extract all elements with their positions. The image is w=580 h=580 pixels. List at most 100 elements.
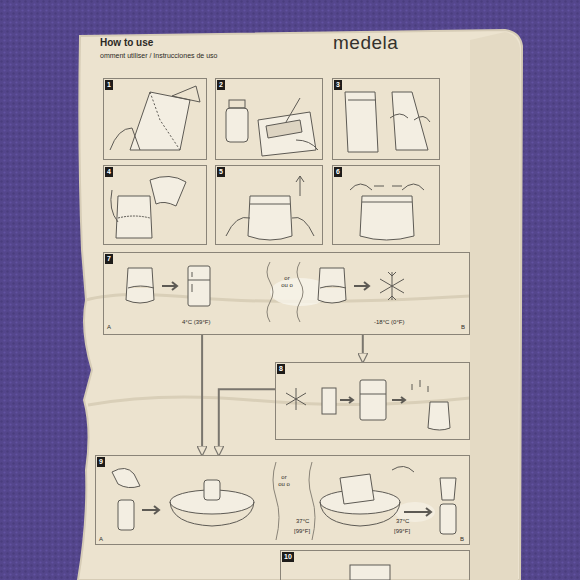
illustration-shape: [286, 388, 306, 410]
illustration-shape: [318, 268, 346, 303]
illustration-shape: [188, 266, 210, 306]
flow-arrow: [201, 335, 203, 455]
illustration-shape: [226, 108, 248, 142]
illustration-shape: [350, 184, 424, 190]
step-panel: 2: [215, 78, 323, 160]
illustration-shape: [392, 397, 405, 403]
step-number: 2: [217, 80, 225, 90]
temperature: 4°C (39°F): [182, 319, 210, 326]
illustration-shape: [392, 466, 414, 472]
illustration-shape: [440, 478, 456, 500]
step-panel: 4: [103, 165, 207, 245]
illustration: [110, 86, 456, 580]
illustration-shape: [362, 202, 412, 203]
step-panel: 8: [275, 362, 470, 440]
illustration-shape: [348, 100, 376, 101]
illustration-shape: [404, 508, 431, 516]
temperature: -18°C (0°F): [374, 319, 404, 326]
flow-arrow: [219, 389, 275, 455]
illustration-shape: [142, 506, 159, 514]
illustration-shape: [266, 120, 302, 138]
illustration-shape: [248, 196, 292, 240]
step-number: 9: [97, 457, 105, 467]
illustration-shape: [322, 388, 336, 414]
illustration-shape: [150, 176, 186, 206]
temperature: [99°F]: [394, 528, 410, 535]
illustration-shape: [116, 196, 152, 238]
title: How to use: [100, 37, 153, 48]
step-panel: 9 37°C [99°F] or ou o 37°C [99°F] A B: [95, 455, 470, 545]
package-shape: [88, 397, 470, 405]
brand-logo: medela: [333, 33, 398, 54]
illustration-shape: [250, 204, 290, 205]
step-panel: 6: [332, 165, 440, 245]
option-letter: B: [461, 324, 465, 331]
option-letter: A: [99, 536, 103, 543]
illustration-shape: [380, 272, 404, 300]
illustration-shape: [258, 112, 316, 156]
illustration-shape: [360, 380, 386, 420]
illustration-shape: [354, 282, 369, 290]
illustration-shape: [296, 176, 304, 196]
illustration-shape: [390, 114, 430, 122]
step-number: 1: [105, 80, 113, 90]
illustration-shape: [340, 397, 353, 403]
illustration-shape: [360, 196, 414, 240]
illustration-shape: [128, 286, 154, 288]
option-letter: B: [460, 536, 464, 543]
step-panel: 10: [280, 550, 470, 580]
illustration-shape: [150, 92, 180, 150]
illustration-shape: [286, 98, 318, 150]
step-panel: 5: [215, 165, 323, 245]
illustration-shape: [170, 502, 254, 526]
temperature: 37°C: [396, 518, 409, 525]
illustration-shape: [273, 462, 279, 540]
step-number: 6: [334, 167, 342, 177]
illustration-shape: [340, 474, 374, 504]
step-panel: 7 4°C (39°F) or ou o -18°C (0°F) A B: [103, 252, 470, 335]
step-panel: 3: [332, 78, 440, 160]
flow-arrow: [362, 335, 364, 362]
illustration-shape: [392, 92, 428, 150]
or-word: or ou o: [281, 275, 293, 289]
package-shape: [78, 30, 522, 580]
step-number: 7: [105, 254, 113, 264]
illustration-shape: [112, 468, 140, 487]
temperature: [99°F]: [294, 528, 310, 535]
step-number: 8: [277, 364, 285, 374]
illustration-shape: [229, 100, 245, 108]
illustration-shape: [110, 86, 200, 150]
illustration-shape: [360, 394, 386, 395]
package-shape: [470, 32, 520, 580]
illustration-shape: [267, 262, 273, 322]
illustration-shape: [162, 282, 177, 290]
illustration-shape: [345, 92, 378, 152]
step-panel: 1: [103, 78, 207, 160]
step-number: 5: [217, 167, 225, 177]
illustration-shape: [118, 216, 150, 218]
illustration-shape: [350, 565, 390, 580]
illustration-shape: [412, 380, 428, 392]
step-number: 10: [282, 552, 294, 562]
illustration-shape: [440, 504, 456, 534]
illustration-shape: [320, 502, 400, 526]
temperature: 37°C: [296, 518, 309, 525]
package: [78, 30, 522, 580]
illustration-shape: [297, 262, 303, 322]
illustration-shape: [130, 92, 190, 150]
illustration-shape: [428, 402, 450, 430]
subtitle: omment utiliser / Instrucciones de uso: [100, 52, 218, 60]
illustration-shape: [374, 186, 402, 187]
illustration-shape: [320, 286, 346, 288]
illustration-shape: [188, 272, 210, 292]
illustration-shape: [226, 217, 314, 236]
step-number: 3: [334, 80, 342, 90]
or-word: or ou o: [278, 474, 290, 488]
option-letter: A: [107, 324, 111, 331]
